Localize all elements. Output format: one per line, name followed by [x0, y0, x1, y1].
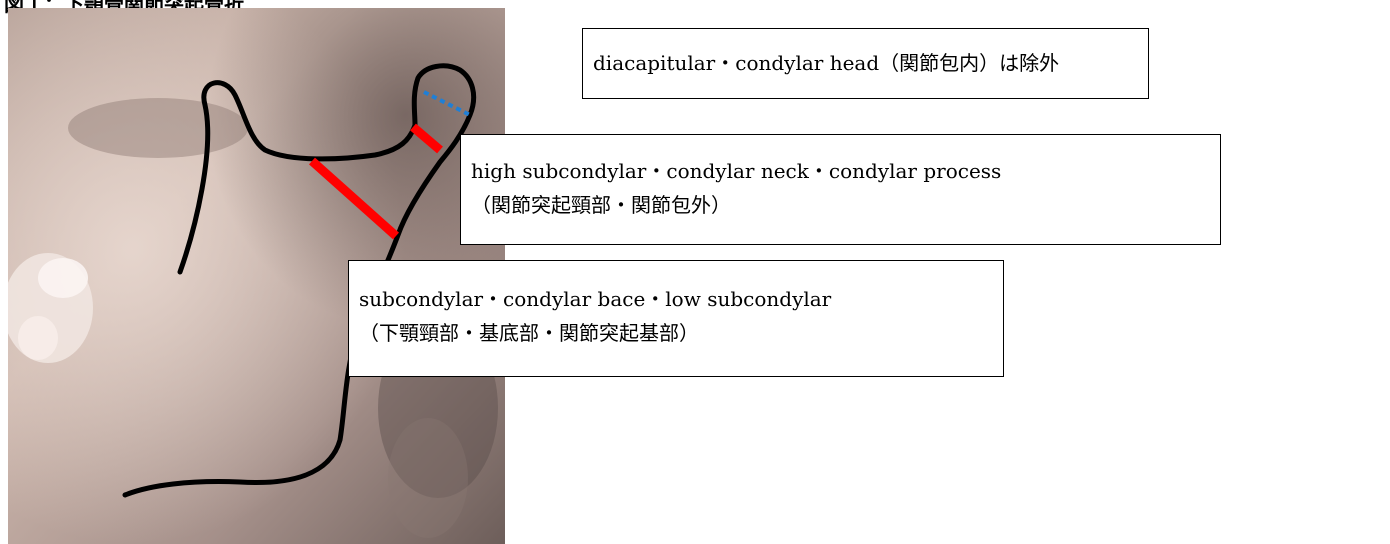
- label-condylar-base-subtext: （下顎頸部・基底部・関節突起基部）: [359, 316, 993, 350]
- label-condylar-neck: high subcondylar・condylar neck・condylar …: [460, 134, 1221, 245]
- label-condylar-base: subcondylar・condylar bace・low subcondyla…: [348, 260, 1004, 377]
- condylar-head-dotted-line: [424, 92, 470, 115]
- label-condylar-head: diacapitular・condylar head（関節包内）は除外: [582, 28, 1149, 99]
- condylar-neck-cut-line: [413, 127, 440, 150]
- label-condylar-base-text: subcondylar・condylar bace・low subcondyla…: [359, 282, 993, 316]
- label-condylar-neck-subtext: （関節突起頸部・関節包外）: [471, 188, 1210, 222]
- label-condylar-neck-text: high subcondylar・condylar neck・condylar …: [471, 154, 1210, 188]
- label-condylar-head-text: diacapitular・condylar head（関節包内）は除外: [593, 46, 1138, 80]
- condylar-base-cut-line: [312, 161, 396, 236]
